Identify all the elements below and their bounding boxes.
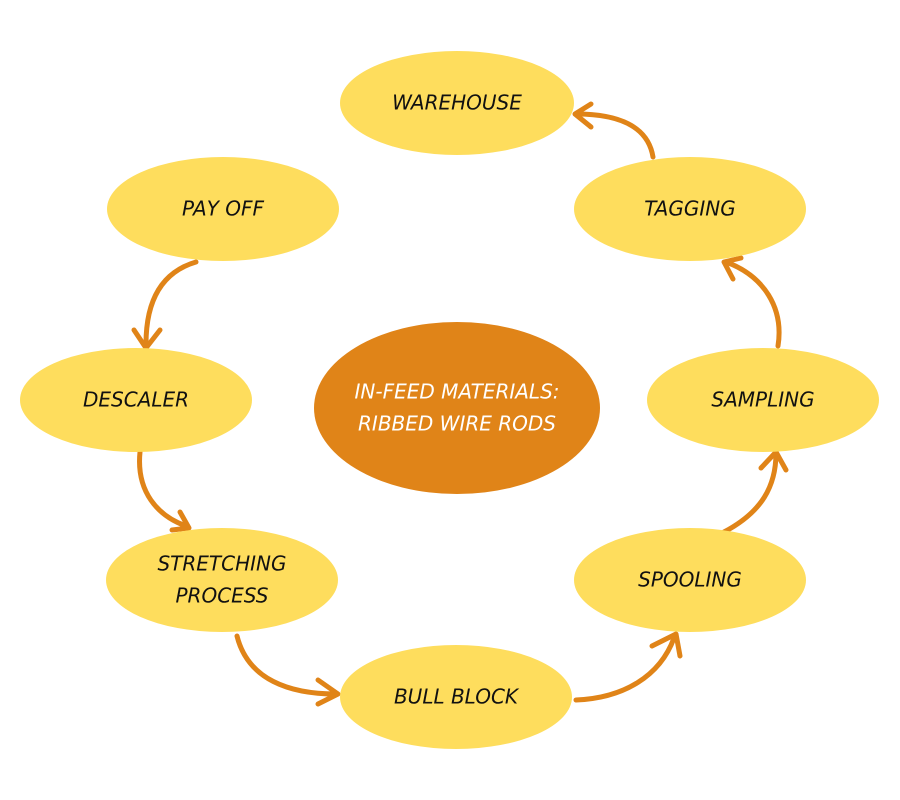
arrowhead-icon <box>315 677 341 707</box>
arrow-stretching-process-to-bull-block <box>234 633 341 707</box>
arrow-descaler-to-stretching-process <box>137 449 192 533</box>
step-pay-off-label: PAY OFF <box>182 197 265 221</box>
step-warehouse-label: WAREHOUSE <box>392 91 522 115</box>
center-node-shape <box>314 322 600 494</box>
arrowhead-icon <box>721 255 744 282</box>
step-sampling-shape <box>647 348 879 452</box>
arrow-spooling-to-sampling <box>721 449 789 535</box>
arrow-shaft <box>234 633 339 697</box>
center-node-label: RIBBED WIRE RODS <box>358 412 556 436</box>
step-stretching-process-shape <box>106 528 338 632</box>
step-spooling: SPOOLING <box>574 528 806 632</box>
step-stretching-process-label: STRETCHING <box>157 552 286 576</box>
step-descaler: DESCALER <box>20 348 252 452</box>
arrow-shaft <box>721 450 779 535</box>
arrowhead-icon <box>169 509 192 533</box>
arrow-shaft <box>573 111 656 160</box>
arrow-sampling-to-tagging <box>721 255 782 349</box>
flow-arrows <box>131 101 789 707</box>
arrow-shaft <box>137 449 189 529</box>
step-tagging: TAGGING <box>574 157 806 261</box>
step-sampling: SAMPLING <box>647 348 879 452</box>
step-bull-block-label: BULL BLOCK <box>394 685 520 709</box>
arrow-shaft <box>723 259 782 349</box>
step-warehouse: WAREHOUSE <box>340 51 574 155</box>
arrow-bull-block-to-spooling <box>573 631 683 703</box>
center-node-label: IN-FEED MATERIALS: <box>355 380 560 404</box>
step-warehouse-shape <box>340 51 574 155</box>
step-descaler-shape <box>20 348 252 452</box>
step-pay-off-shape <box>107 157 339 261</box>
arrow-tagging-to-warehouse <box>572 101 656 160</box>
step-sampling-label: SAMPLING <box>711 388 814 412</box>
step-pay-off: PAY OFF <box>107 157 339 261</box>
step-bull-block: BULL BLOCK <box>340 645 572 749</box>
arrow-shaft <box>143 259 199 347</box>
arrowhead-icon <box>758 449 789 473</box>
center-node: IN-FEED MATERIALS: RIBBED WIRE RODS <box>314 322 600 494</box>
arrowhead-icon <box>572 101 594 130</box>
step-spooling-label: SPOOLING <box>638 568 742 592</box>
step-tagging-shape <box>574 157 806 261</box>
step-bull-block-shape <box>340 645 572 749</box>
arrow-shaft <box>573 635 677 703</box>
step-stretching-process-label: PROCESS <box>176 584 269 608</box>
arrowhead-icon <box>131 327 163 351</box>
step-spooling-shape <box>574 528 806 632</box>
arrowhead-icon <box>649 631 683 659</box>
step-tagging-label: TAGGING <box>644 197 735 221</box>
arrow-pay-off-to-descaler <box>131 259 199 351</box>
process-nodes: IN-FEED MATERIALS: RIBBED WIRE RODS PAY OF… <box>20 51 879 749</box>
step-descaler-label: DESCALER <box>83 388 189 412</box>
step-stretching-process: STRETCHING PROCESS <box>106 528 338 632</box>
